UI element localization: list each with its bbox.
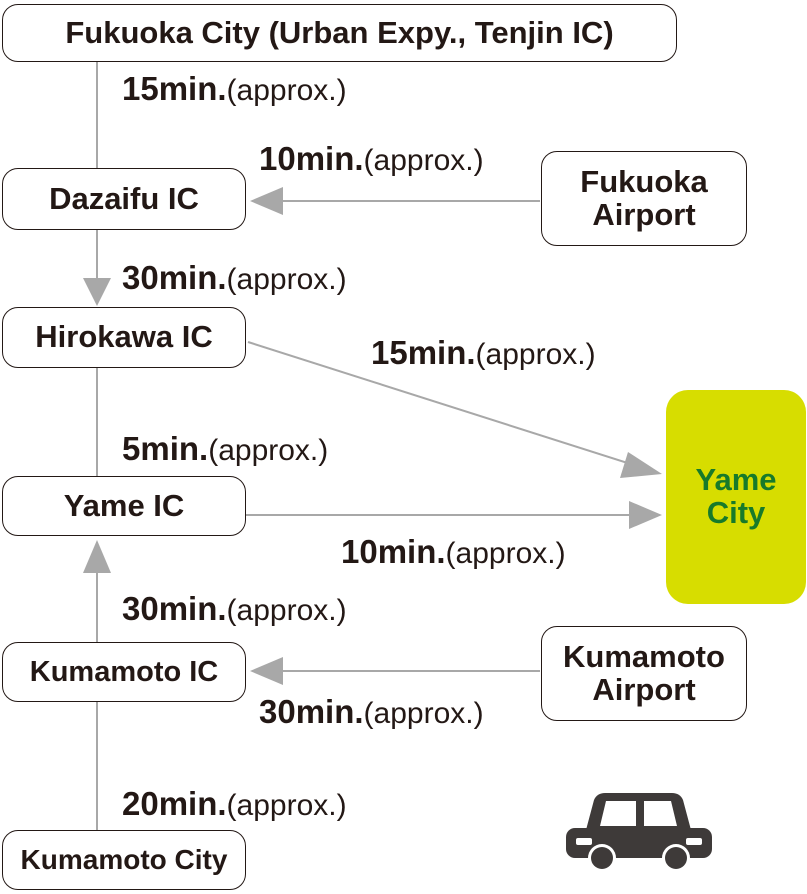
- time-kumamoto-airport-to-ic: 30min.(approx.): [259, 693, 484, 731]
- arrow-to-dazaifu: [250, 187, 283, 215]
- time-hirokawa-to-yame-city: 15min.(approx.): [371, 334, 596, 372]
- arrow-to-yame-ic: [83, 540, 111, 573]
- time-value: 15min.: [371, 334, 476, 371]
- node-kumamoto-city: Kumamoto City: [2, 830, 246, 890]
- node-fukuoka-city: Fukuoka City (Urban Expy., Tenjin IC): [2, 4, 677, 62]
- time-unit: (approx.): [226, 789, 347, 822]
- node-fukuoka-airport-line1: Fukuoka: [580, 163, 708, 199]
- node-dazaifu-ic: Dazaifu IC: [2, 168, 246, 230]
- node-kumamoto-airport: Kumamoto Airport: [541, 626, 747, 721]
- node-kumamoto-airport-line2: Airport: [592, 671, 696, 707]
- time-fukuoka-to-dazaifu: 15min.(approx.): [122, 70, 347, 108]
- time-unit: (approx.): [363, 144, 484, 177]
- node-kumamoto-airport-line1: Kumamoto: [563, 638, 725, 674]
- time-unit: (approx.): [363, 697, 484, 730]
- time-unit: (approx.): [475, 338, 596, 371]
- time-unit: (approx.): [445, 537, 566, 570]
- node-yame-city-line2: City: [706, 495, 766, 530]
- time-value: 10min.: [259, 140, 364, 177]
- time-value: 10min.: [341, 533, 446, 570]
- car-icon: [566, 793, 712, 872]
- arrow-to-yame-city: [629, 501, 662, 529]
- node-fukuoka-airport: Fukuoka Airport: [541, 151, 747, 246]
- time-dazaifu-to-hirokawa: 30min.(approx.): [122, 259, 347, 297]
- time-value: 30min.: [259, 693, 364, 730]
- time-value: 15min.: [122, 70, 227, 107]
- node-yame-city-line1: Yame: [695, 462, 777, 498]
- arrow-to-hirokawa: [83, 278, 111, 306]
- line-hirokawa-yamecity: [247, 341, 641, 468]
- time-unit: (approx.): [208, 434, 329, 467]
- node-yame-city: Yame City: [666, 390, 806, 604]
- arrow-to-kumamoto-ic: [250, 657, 283, 685]
- time-unit: (approx.): [226, 74, 347, 107]
- time-unit: (approx.): [226, 594, 347, 627]
- arrow-diag-to-yame-city: [620, 452, 662, 478]
- time-kumamoto-ic-to-yame-ic: 30min.(approx.): [122, 590, 347, 628]
- time-value: 30min.: [122, 259, 227, 296]
- time-kumamoto-city-to-ic: 20min.(approx.): [122, 785, 347, 823]
- time-hirokawa-to-yame-ic: 5min.(approx.): [122, 430, 328, 468]
- node-hirokawa-ic: Hirokawa IC: [2, 307, 246, 368]
- time-value: 30min.: [122, 590, 227, 627]
- node-fukuoka-airport-line2: Airport: [592, 196, 696, 232]
- time-airport-to-dazaifu: 10min.(approx.): [259, 140, 484, 178]
- node-kumamoto-ic: Kumamoto IC: [2, 642, 246, 702]
- node-yame-ic: Yame IC: [2, 476, 246, 536]
- time-unit: (approx.): [226, 263, 347, 296]
- time-value: 20min.: [122, 785, 227, 822]
- time-yame-ic-to-yame-city: 10min.(approx.): [341, 533, 566, 571]
- time-value: 5min.: [122, 430, 209, 467]
